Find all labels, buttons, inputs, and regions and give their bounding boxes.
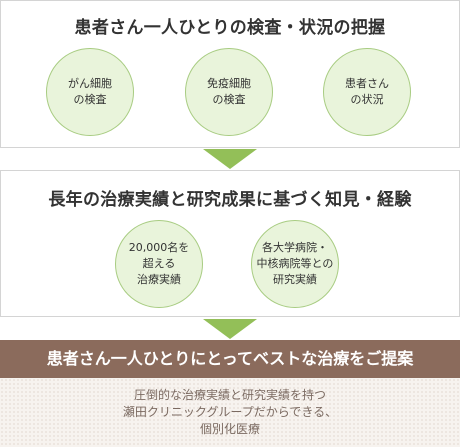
treatment-record-label: 20,000名を 超える 治療実績: [128, 241, 190, 286]
proposal-banner: 患者さん一人ひとりにとってベストな治療をご提案: [0, 340, 460, 378]
immune-cell-test-circle: 免疫細胞 の検査: [185, 48, 273, 136]
down-arrow-icon: [203, 149, 257, 169]
patient-condition-circle: 患者さん の状況: [323, 48, 411, 136]
research-record-label: 各大学病院・ 中核病院等との 研究実績: [256, 241, 334, 286]
treatment-record-circle: 20,000名を 超える 治療実績: [115, 220, 203, 308]
cancer-cell-test-label: がん細胞 の検査: [68, 77, 112, 106]
experience-panel: 長年の治療実績と研究成果に基づく知見・経験 20,000名を 超える 治療実績 …: [0, 170, 460, 317]
research-record-circle: 各大学病院・ 中核病院等との 研究実績: [251, 220, 339, 308]
examination-panel: 患者さん一人ひとりの検査・状況の把握 がん細胞 の検査 免疫細胞 の検査 患者さ…: [0, 0, 460, 148]
examination-panel-title: 患者さん一人ひとりの検査・状況の把握: [74, 18, 386, 38]
experience-panel-title: 長年の治療実績と研究成果に基づく知見・経験: [48, 190, 412, 210]
immune-cell-test-label: 免疫細胞 の検査: [207, 77, 251, 106]
description-box: 圧倒的な治療実績と研究実績を持つ 瀬田クリニックグループだからできる、 個別化医…: [0, 378, 460, 447]
description-text: 圧倒的な治療実績と研究実績を持つ 瀬田クリニックグループだからできる、 個別化医…: [122, 388, 338, 436]
patient-condition-label: 患者さん の状況: [345, 77, 389, 106]
down-arrow-icon: [203, 319, 257, 339]
cancer-cell-test-circle: がん細胞 の検査: [46, 48, 134, 136]
